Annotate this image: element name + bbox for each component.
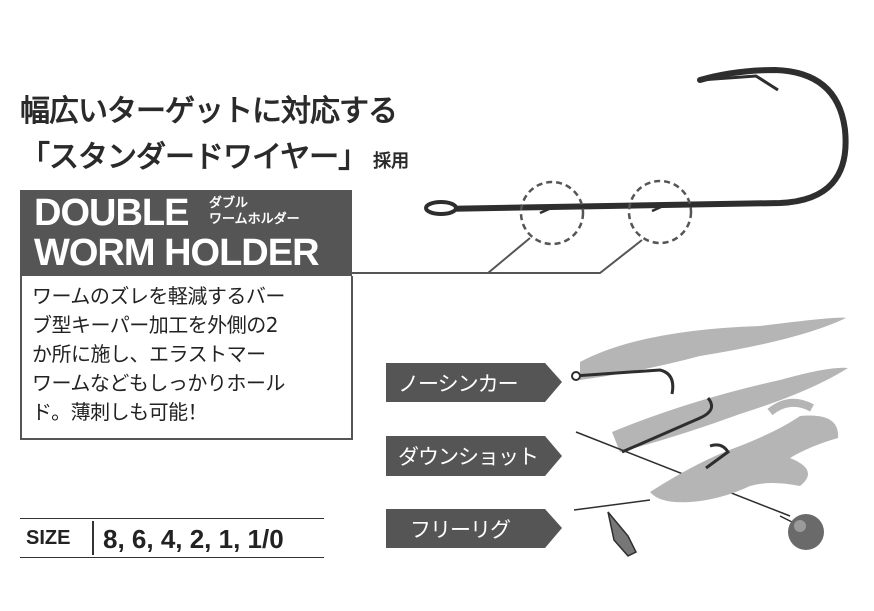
rig-arrow-3 <box>386 509 562 548</box>
headline-line2: 「スタンダードワイヤー」採用 <box>20 132 409 176</box>
description-text: ワームのズレを軽減するバー ブ型キーパー加工を外側の2 か所に施し、エラストマー… <box>32 282 347 427</box>
title-katakana-double: ダブル <box>209 196 249 211</box>
title-double: DOUBLE <box>34 192 189 234</box>
rig-label-free-rig: フリーリグ <box>410 518 511 542</box>
size-row: SIZE 8, 6, 4, 2, 1, 1/0 <box>20 518 324 558</box>
description-line: ブ型キーパー加工を外側の2 <box>32 313 279 337</box>
size-label: SIZE <box>26 527 71 549</box>
rig-label-down-shot: ダウンショット <box>398 445 539 469</box>
barb-highlight-circle-2 <box>627 179 693 245</box>
headline-line2-suffix: 採用 <box>373 151 410 172</box>
description-line: ド。薄刺しも可能！ <box>32 400 208 424</box>
rig-arrow-1 <box>386 363 562 402</box>
callout-line <box>352 237 531 274</box>
title-box: DOUBLE ダブル ワームホルダー WORM HOLDER <box>20 190 352 276</box>
rig-arrow-2 <box>386 436 562 476</box>
description-line: ワームのズレを軽減するバー <box>32 284 285 308</box>
description-line: ワームなどもしっかりホール <box>32 371 285 395</box>
callout-line-2 <box>488 239 643 274</box>
size-divider <box>92 521 94 555</box>
barb-highlight-circle-1 <box>519 180 585 246</box>
free-rig-illustration <box>573 398 839 557</box>
headline-line1: 幅広いターゲットに対応する <box>20 94 398 129</box>
no-sinker-rig-illustration <box>571 317 846 395</box>
title-worm-holder: WORM HOLDER <box>34 232 320 274</box>
hook-illustration <box>424 66 849 216</box>
description-box: ワームのズレを軽減するバー ブ型キーパー加工を外側の2 か所に施し、エラストマー… <box>20 276 353 440</box>
title-katakana-worm-holder: ワームホルダー <box>209 212 300 227</box>
description-line: か所に施し、エラストマー <box>32 342 266 366</box>
headline-line2-main: 「スタンダードワイヤー」 <box>20 140 368 175</box>
rig-label-no-sinker: ノーシンカー <box>398 372 519 396</box>
size-values: 8, 6, 4, 2, 1, 1/0 <box>103 524 284 554</box>
